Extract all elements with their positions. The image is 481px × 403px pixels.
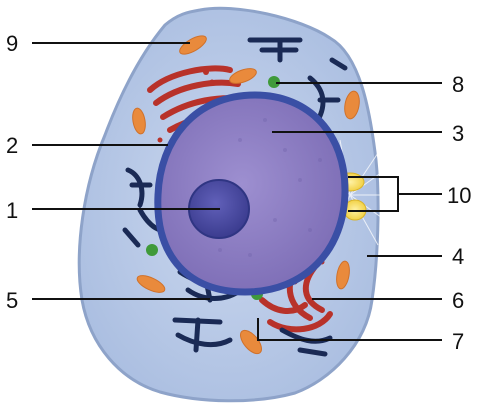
label-3: 3: [452, 121, 464, 146]
label-4: 4: [452, 244, 464, 269]
label-2: 2: [6, 133, 18, 158]
label-9: 9: [6, 31, 18, 56]
label-6: 6: [452, 288, 464, 313]
label-1: 1: [6, 198, 18, 223]
nucleus: [158, 95, 345, 292]
label-7: 7: [452, 329, 464, 354]
label-8: 8: [452, 72, 464, 97]
label-10: 10: [447, 183, 471, 208]
label-5: 5: [6, 288, 18, 313]
